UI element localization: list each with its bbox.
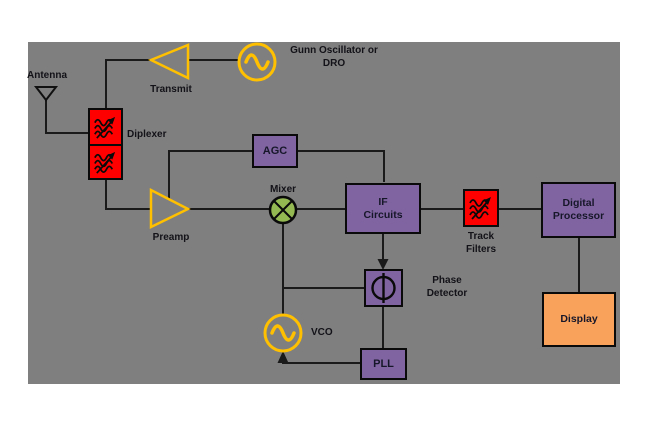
diagram-canvas: AGC IF Circuits Digital Processor: [27, 42, 620, 384]
diagram-graphics: [33, 42, 580, 364]
digital-processor-block: Digital Processor: [541, 182, 616, 238]
pll-block: PLL: [360, 348, 407, 380]
wires: [45, 59, 580, 364]
wire-agc-to-if: [298, 150, 385, 182]
gunn-oscillator-label-line2: DRO: [322, 58, 346, 69]
if-circuits-line1: IF: [378, 195, 388, 208]
phase-detector-label: Phase Detector: [427, 274, 468, 300]
antenna-label: Antenna: [27, 70, 67, 81]
wire-pll-to-vco: [282, 362, 360, 364]
agc-block: AGC: [252, 134, 298, 168]
digital-processor-line2: Processor: [552, 210, 605, 222]
if-circuits-block: IF Circuits: [345, 183, 421, 234]
phase-detector-label-line1: Phase: [432, 275, 462, 286]
preamp-amplifier-icon: [149, 187, 191, 229]
transmit-amplifier-icon: [147, 43, 190, 80]
arrowhead-down-icon: [377, 259, 389, 270]
filter-icon: [94, 116, 116, 139]
antenna-icon: [33, 86, 59, 102]
gunn-oscillator-icon: [237, 42, 277, 82]
gunn-oscillator-label-line1: Gunn Oscillator or: [290, 45, 378, 56]
pll-label: PLL: [373, 357, 394, 370]
track-filters-label: Track Filters: [466, 230, 496, 256]
digital-processor-line1: Digital: [562, 197, 595, 209]
track-filters-label-line2: Filters: [465, 244, 497, 255]
agc-label: AGC: [262, 144, 288, 157]
wire-diplexer-to-preamp: [105, 180, 151, 210]
vco-label: VCO: [311, 327, 333, 338]
diplexer-block: [88, 108, 123, 180]
track-filters-block: [463, 189, 499, 227]
display-block: Display: [542, 292, 616, 347]
diplexer-label: Diplexer: [127, 129, 167, 140]
filter-icon: [94, 151, 116, 174]
vco-icon: [263, 313, 303, 353]
diplexer-lower-cell: [88, 144, 123, 178]
mixer-icon: [268, 195, 298, 225]
track-filters-label-line1: Track: [467, 231, 495, 242]
phase-detector-label-line2: Detector: [426, 288, 468, 299]
gunn-oscillator-label: Gunn Oscillator or DRO: [290, 44, 378, 70]
phase-detector-block: [364, 269, 403, 307]
wire-antenna-to-diplexer: [45, 100, 88, 134]
phase-phi-icon: [371, 273, 396, 303]
display-label: Display: [560, 313, 598, 325]
preamp-label: Preamp: [152, 232, 190, 243]
if-circuits-line2: Circuits: [363, 208, 403, 221]
wire-diplexer-to-transmit: [105, 59, 151, 108]
wire-preamp-to-agc: [168, 150, 252, 202]
filter-icon: [469, 197, 491, 220]
mixer-label: Mixer: [269, 184, 297, 195]
arrowhead-up-icon: [277, 351, 289, 363]
transmit-label: Transmit: [150, 84, 192, 95]
diplexer-upper-cell: [88, 110, 123, 144]
